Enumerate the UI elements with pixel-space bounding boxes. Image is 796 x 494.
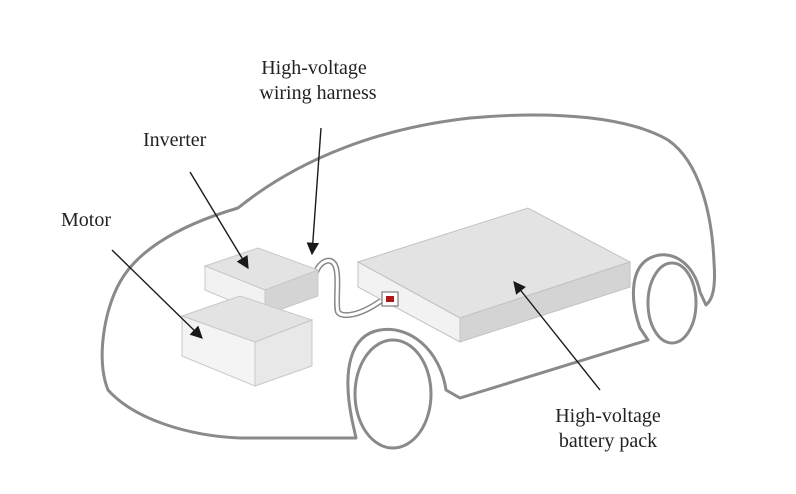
harness-leader-arrow bbox=[306, 127, 322, 256]
rear-wheel bbox=[646, 261, 698, 345]
inverter-leader-arrow bbox=[189, 171, 249, 270]
battery-connector bbox=[381, 291, 399, 307]
battery-pack bbox=[356, 207, 632, 343]
battery-leader-arrow bbox=[513, 281, 601, 391]
harness-label-line1: High-voltage bbox=[261, 57, 367, 79]
battery-label-line1: High-voltage bbox=[555, 405, 661, 427]
harness-label-line2: wiring harness bbox=[259, 82, 376, 104]
motor-label: Motor bbox=[61, 209, 111, 231]
inverter-label: Inverter bbox=[143, 129, 207, 151]
car-body-outline bbox=[100, 113, 716, 440]
front-wheel bbox=[353, 338, 433, 450]
motor-unit bbox=[180, 295, 314, 387]
motor-leader-arrow bbox=[111, 249, 203, 339]
battery-label-line2: battery pack bbox=[559, 430, 657, 452]
